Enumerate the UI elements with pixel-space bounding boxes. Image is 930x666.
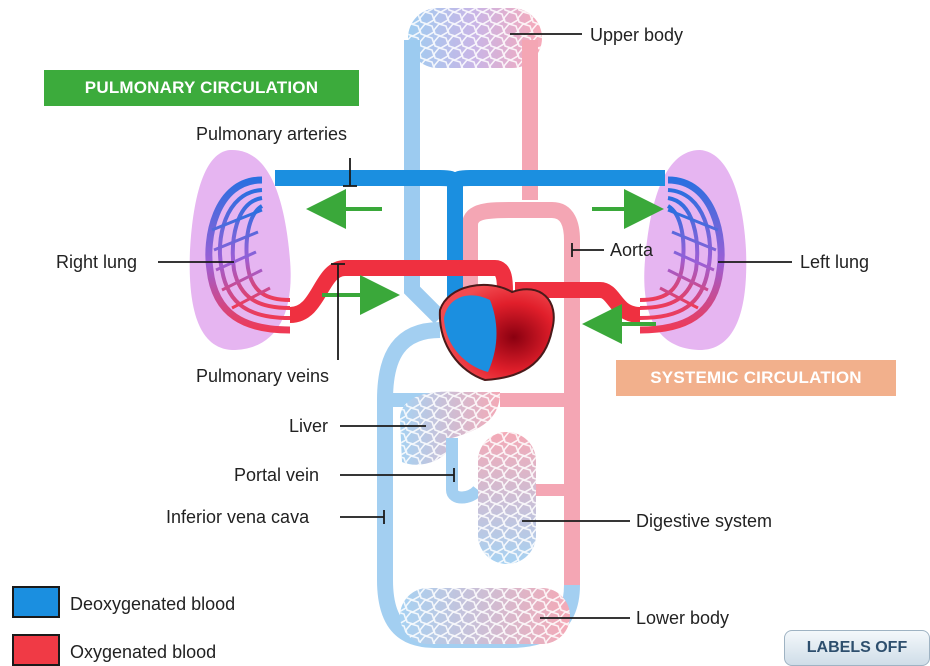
label-pulmonary-arteries: Pulmonary arteries — [196, 124, 347, 144]
label-left-lung: Left lung — [800, 252, 869, 272]
label-lower-body: Lower body — [636, 608, 729, 628]
heart — [440, 285, 554, 380]
legend-label-deoxygenated: Deoxygenated blood — [70, 594, 235, 614]
label-aorta: Aorta — [610, 240, 653, 260]
legend-swatch-deoxygenated — [12, 586, 60, 618]
systemic-circulation-tag: SYSTEMIC CIRCULATION — [616, 360, 896, 396]
label-pulmonary-veins: Pulmonary veins — [196, 366, 329, 386]
legend-label-oxygenated: Oxygenated blood — [70, 642, 216, 662]
label-digestive-system: Digestive system — [636, 511, 772, 531]
portal-vein — [452, 438, 478, 498]
pulmonary-circulation-tag: PULMONARY CIRCULATION — [44, 70, 359, 106]
legend-swatch-oxygenated — [12, 634, 60, 666]
label-upper-body: Upper body — [590, 25, 683, 45]
label-liver: Liver — [289, 416, 328, 436]
pulmonary-artery — [275, 178, 455, 300]
label-inferior-vena-cava: Inferior vena cava — [166, 507, 309, 527]
labels-off-button[interactable]: LABELS OFF — [784, 630, 930, 666]
label-right-lung: Right lung — [56, 252, 137, 272]
label-portal-vein: Portal vein — [234, 465, 319, 485]
